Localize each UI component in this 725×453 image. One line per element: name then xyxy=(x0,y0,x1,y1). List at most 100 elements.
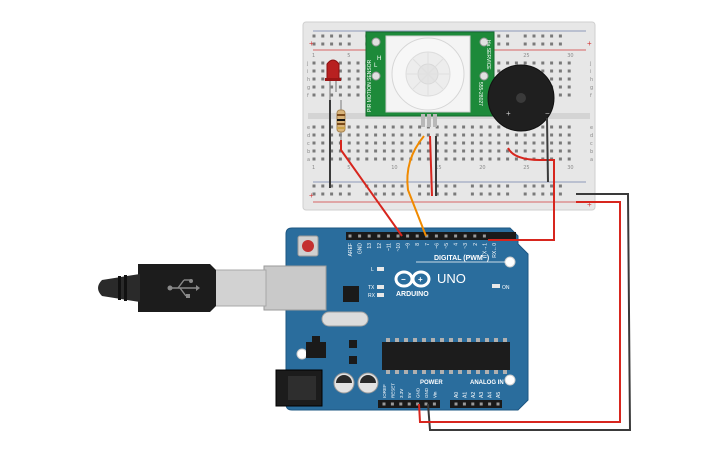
power-pin[interactable] xyxy=(432,402,436,406)
breadboard-hole xyxy=(312,133,316,137)
breadboard-hole xyxy=(453,133,457,137)
breadboard-hole xyxy=(347,125,351,129)
analog-pin[interactable] xyxy=(462,402,466,406)
rail-hole xyxy=(418,184,422,188)
breadboard-hole xyxy=(312,61,316,65)
pir-sensor[interactable]: H L PIR MOTION SENSOR Ha SERVICE 555-280… xyxy=(365,31,495,127)
rail-hole xyxy=(330,42,334,46)
breadboard-hole xyxy=(374,125,378,129)
digital-pin[interactable] xyxy=(444,234,448,238)
breadboard-hole xyxy=(550,69,554,73)
analog-pin[interactable] xyxy=(471,402,475,406)
digital-pin[interactable] xyxy=(425,234,429,238)
breadboard-column-number: 20 xyxy=(479,165,485,171)
breadboard-hole xyxy=(400,125,404,129)
power-pin[interactable] xyxy=(416,402,420,406)
rail-hole xyxy=(541,42,545,46)
breadboard-hole xyxy=(374,133,378,137)
power-pin[interactable] xyxy=(407,402,411,406)
breadboard-hole xyxy=(400,149,404,153)
digital-pin[interactable] xyxy=(367,234,371,238)
chip-legs xyxy=(386,338,507,374)
digital-pin-label: 13 xyxy=(367,243,373,249)
digital-pin[interactable] xyxy=(396,234,400,238)
rail-hole xyxy=(400,184,404,188)
digital-pin-label: GND xyxy=(358,243,364,255)
rail-hole xyxy=(479,192,483,196)
digital-pin[interactable] xyxy=(377,234,381,238)
power-pin-label: IOREF xyxy=(382,384,387,398)
breadboard-hole xyxy=(444,157,448,161)
digital-pin[interactable] xyxy=(348,234,352,238)
power-pin[interactable] xyxy=(390,402,394,406)
pir-letter-l: L xyxy=(374,63,378,69)
digital-pin[interactable] xyxy=(473,234,477,238)
breadboard-hole xyxy=(462,157,466,161)
power-pin[interactable] xyxy=(424,402,428,406)
breadboard-hole xyxy=(356,93,360,97)
rx-led-label: RX xyxy=(368,293,376,299)
rail-hole xyxy=(312,192,316,196)
resistor[interactable] xyxy=(336,100,346,140)
tx-led xyxy=(377,285,384,289)
breadboard-hole xyxy=(558,61,562,65)
breadboard-hole xyxy=(497,69,501,73)
reset-button-cap[interactable] xyxy=(302,240,314,252)
power-pin[interactable] xyxy=(382,402,386,406)
breadboard-row-letter: h xyxy=(307,77,310,83)
analog-pin[interactable] xyxy=(488,402,492,406)
digital-pin[interactable] xyxy=(463,234,467,238)
led[interactable] xyxy=(325,59,341,100)
breadboard-hole xyxy=(418,133,422,137)
digital-pin[interactable] xyxy=(415,234,419,238)
breadboard-hole xyxy=(374,149,378,153)
breadboard-hole xyxy=(347,141,351,145)
capacitor-stripe xyxy=(360,375,376,383)
breadboard-hole xyxy=(470,141,474,145)
chip-leg xyxy=(458,370,462,374)
rail-hole xyxy=(374,184,378,188)
svg-text:+: + xyxy=(418,275,423,284)
breadboard-column-number: 15 xyxy=(435,165,441,171)
analog-pin[interactable] xyxy=(496,402,500,406)
breadboard-column-number: 5 xyxy=(347,165,350,171)
breadboard-row-letter: a xyxy=(307,157,310,163)
breadboard-hole xyxy=(506,149,510,153)
breadboard-row-letter: a xyxy=(590,157,593,163)
rail-hole xyxy=(321,34,325,38)
digital-pin[interactable] xyxy=(358,234,362,238)
rail-hole xyxy=(558,34,562,38)
breadboard-hole xyxy=(382,149,386,153)
breadboard-hole xyxy=(365,149,369,153)
breadboard-hole xyxy=(356,77,360,81)
digital-pin[interactable] xyxy=(434,234,438,238)
power-pin[interactable] xyxy=(399,402,403,406)
breadboard-hole xyxy=(400,133,404,137)
digital-pin[interactable] xyxy=(454,234,458,238)
breadboard-hole xyxy=(514,149,518,153)
rail-hole xyxy=(550,184,554,188)
breadboard-hole xyxy=(506,61,510,65)
rail-hole xyxy=(330,192,334,196)
digital-pin-label: ~6 xyxy=(434,243,440,249)
digital-pin-label: ~3 xyxy=(463,243,469,249)
breadboard-hole xyxy=(470,133,474,137)
chip-leg xyxy=(404,338,408,342)
breadboard-hole xyxy=(321,61,325,65)
breadboard-hole xyxy=(514,61,518,65)
digital-pin[interactable] xyxy=(386,234,390,238)
buzzer[interactable]: + − xyxy=(487,64,555,132)
usb-cable[interactable] xyxy=(98,264,327,312)
analog-pin[interactable] xyxy=(479,402,483,406)
crystal xyxy=(321,311,369,327)
breadboard-hole xyxy=(479,125,483,129)
analog-pin[interactable] xyxy=(454,402,458,406)
rail-hole xyxy=(532,184,536,188)
digital-pin[interactable] xyxy=(406,234,410,238)
digital-pin[interactable] xyxy=(482,234,486,238)
l-led-label: L xyxy=(371,267,374,273)
breadboard-hole xyxy=(567,141,571,145)
